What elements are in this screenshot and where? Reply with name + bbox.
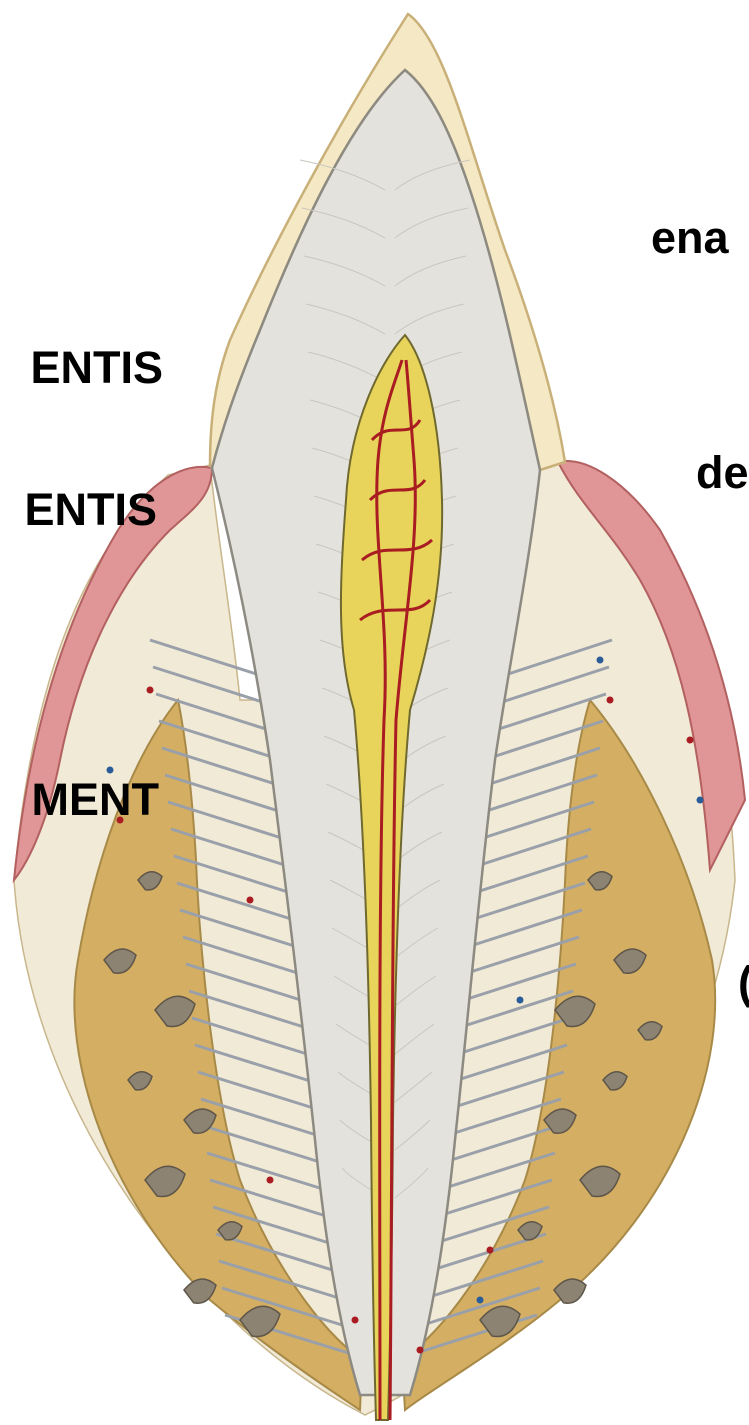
vessel-dot	[597, 657, 604, 664]
label-right-3: (	[738, 960, 749, 1005]
label-left-1: ENTIS	[30, 345, 163, 390]
vessel-dot	[687, 737, 694, 744]
vessel-dot	[487, 1247, 494, 1254]
vessel-dot	[267, 1177, 274, 1184]
label-left-2: ENTIS	[24, 487, 157, 532]
vessel-dot	[247, 897, 254, 904]
label-right-1: ena	[651, 215, 729, 260]
vessel-dot	[147, 687, 154, 694]
vessel-dot	[697, 797, 704, 804]
vessel-dot	[517, 997, 524, 1004]
label-right-2: de	[696, 450, 749, 495]
vessel-dot	[477, 1297, 484, 1304]
vessel-dot	[417, 1347, 424, 1354]
vessel-dot	[352, 1317, 359, 1324]
label-left-3: MENT	[32, 777, 160, 822]
vessel-dot	[607, 697, 614, 704]
vessel-dot	[107, 767, 114, 774]
